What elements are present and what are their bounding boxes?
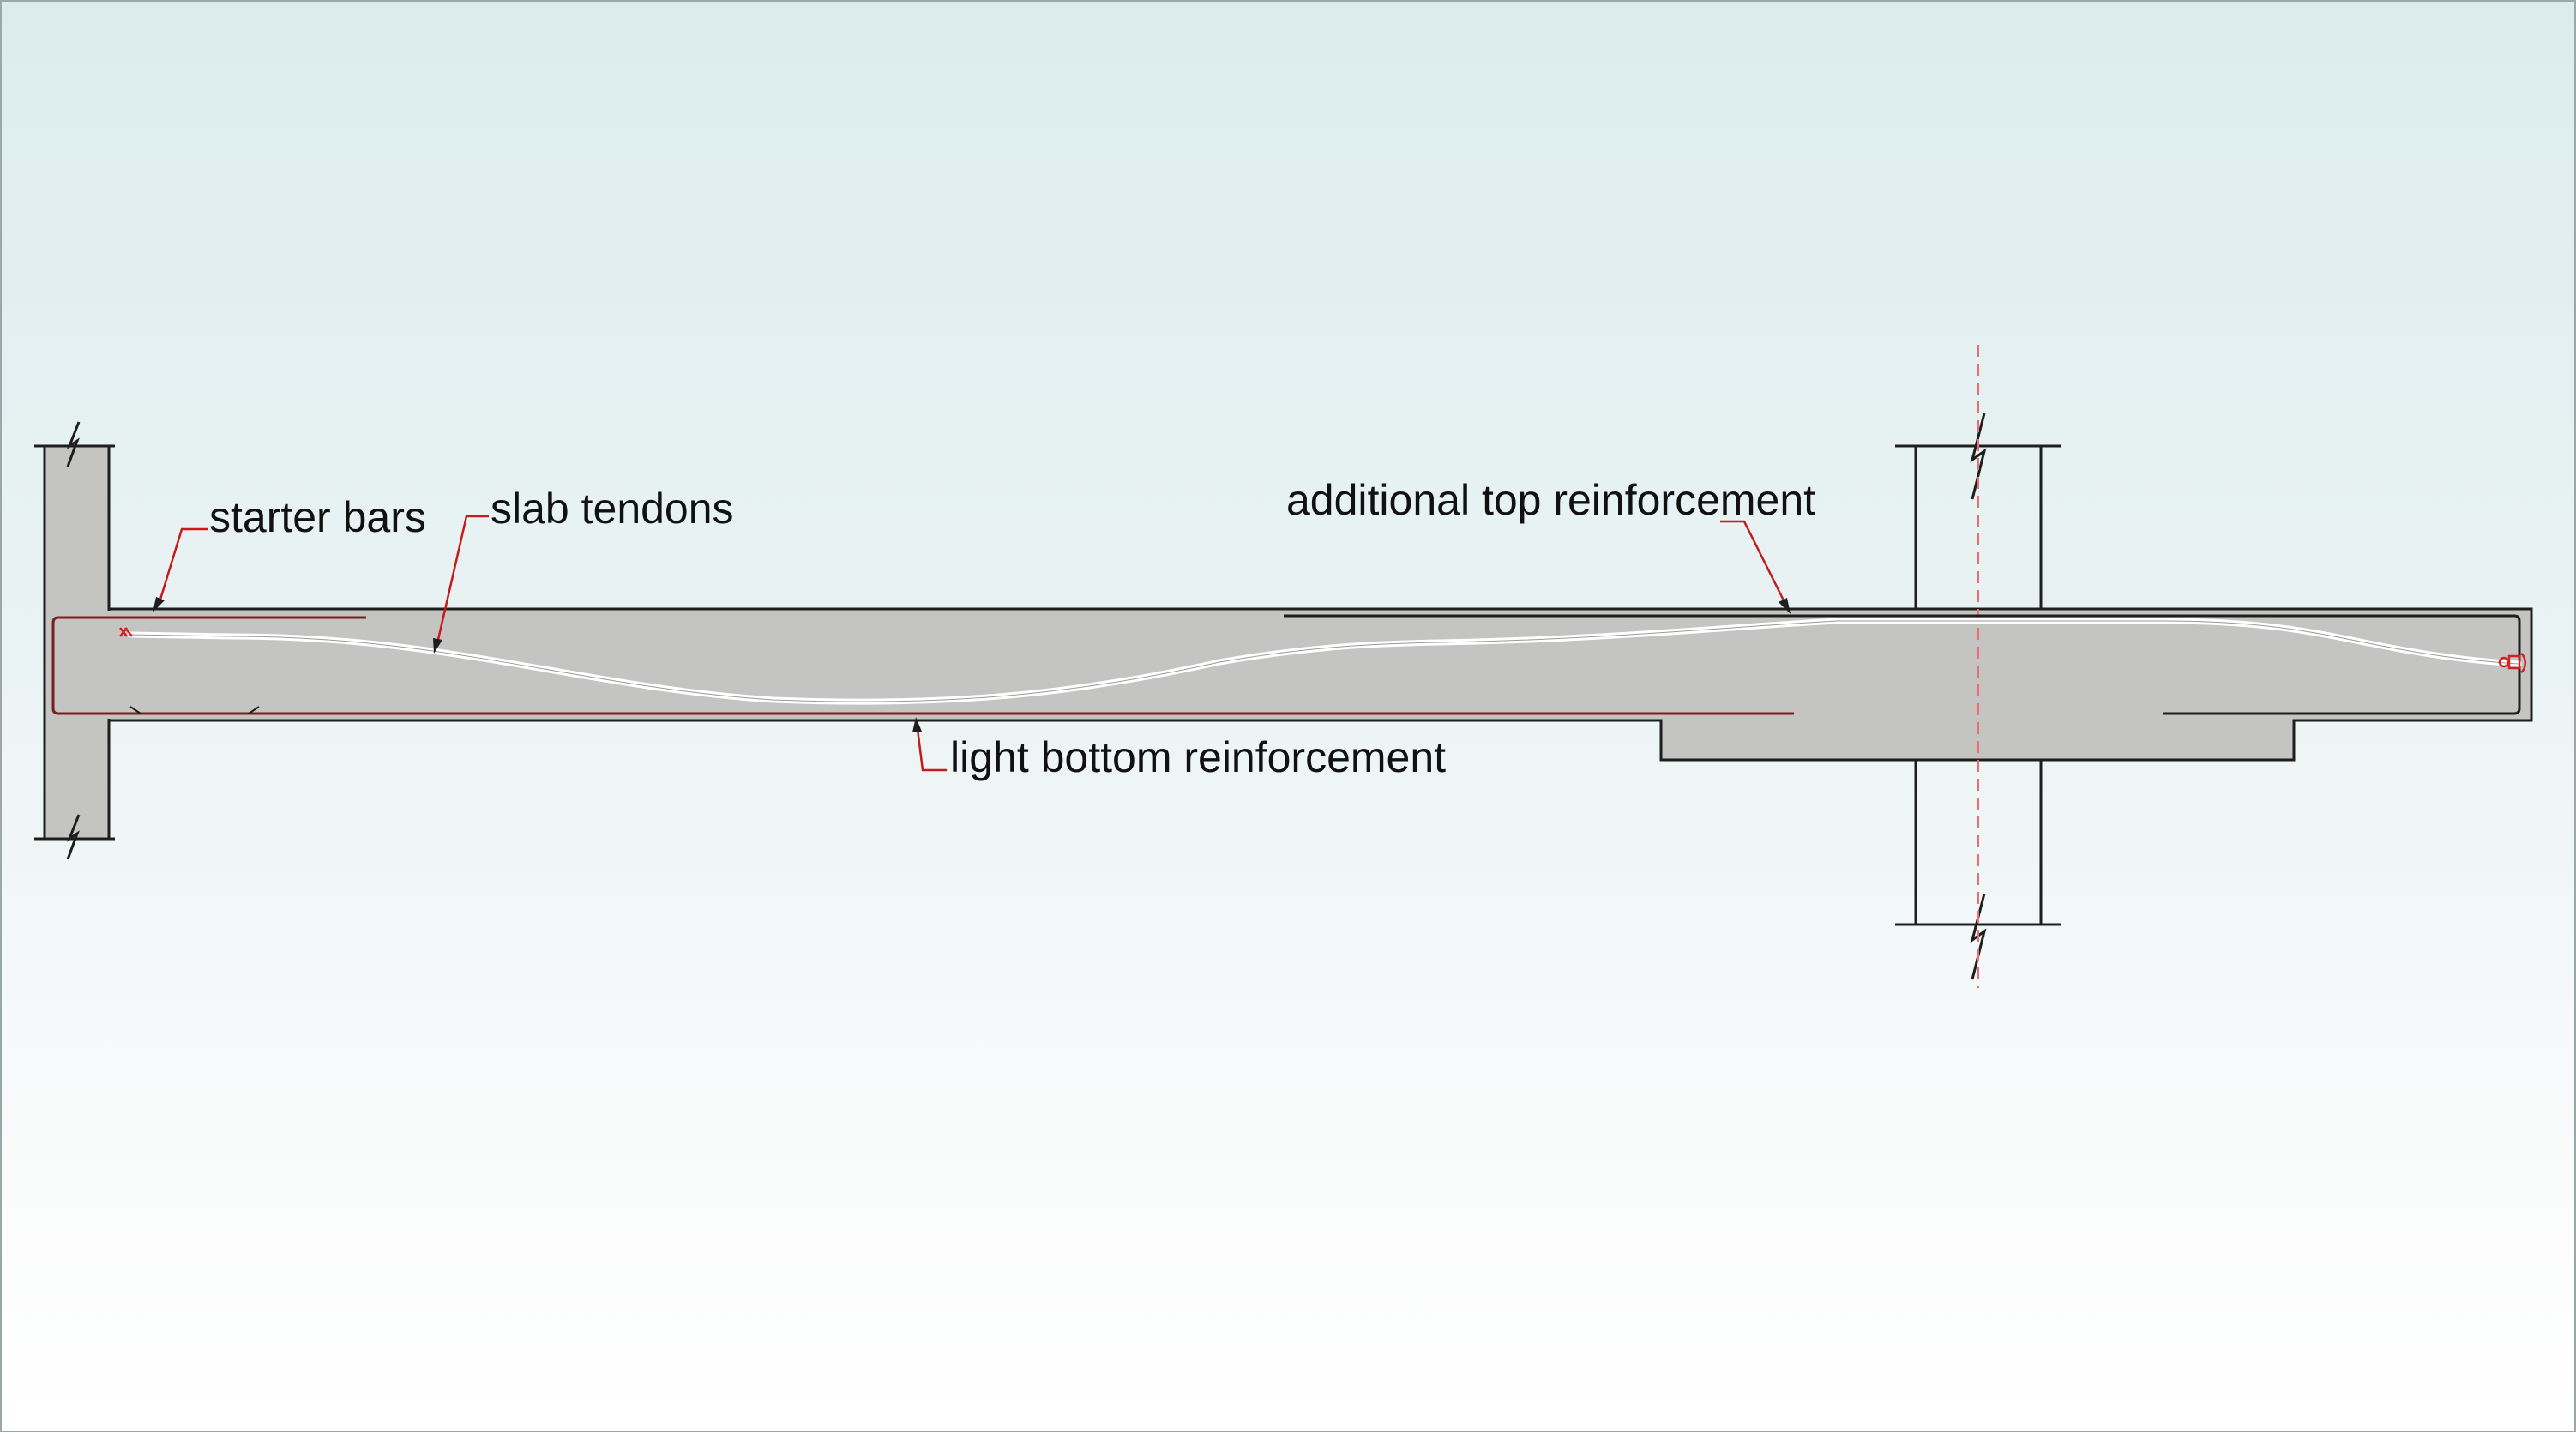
starter-bars-label: starter bars — [209, 493, 426, 541]
slab-tendons-leader — [436, 515, 489, 644]
leader-arrow-icon — [153, 597, 165, 612]
break-symbol-icon — [1970, 413, 1987, 500]
slab-column-joint — [46, 611, 113, 719]
stirrup-hook — [248, 706, 260, 714]
leader-arrow-icon — [912, 717, 922, 732]
dead-end-anchor-icon — [119, 627, 133, 637]
leader-arrow-icon — [1779, 598, 1791, 614]
light-bottom-reinforcement-label: light bottom reinforcement — [950, 733, 1446, 781]
additional-top-reinforcement-leader — [1720, 520, 1785, 601]
slab-tendons-label: slab tendons — [491, 485, 734, 533]
live-end-anchor-icon — [2498, 652, 2527, 674]
break-symbol-icon — [66, 814, 81, 860]
starter-bars-loop — [51, 616, 1794, 715]
slab-with-drop-panel — [107, 607, 2533, 762]
slab-tendon-edge — [129, 620, 2519, 702]
break-symbol-icon — [66, 421, 81, 467]
leader-arrow-icon — [433, 638, 442, 654]
stirrup-hook — [129, 706, 141, 714]
starter-bars-leader — [158, 527, 208, 603]
additional-top-reinforcement-label: additional top reinforcement — [1286, 476, 1815, 524]
light-bottom-reinforcement-leader — [916, 728, 947, 772]
